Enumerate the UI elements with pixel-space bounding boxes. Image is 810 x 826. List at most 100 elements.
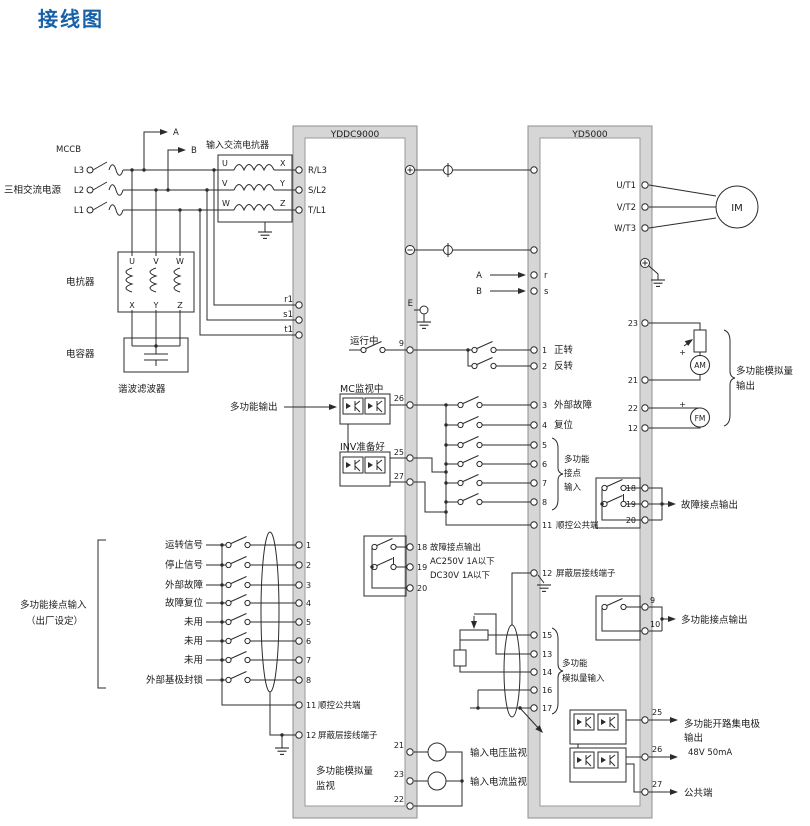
am-label: AM xyxy=(694,361,706,370)
rt8: 8 xyxy=(542,498,547,507)
rev-label: 反转 xyxy=(554,360,574,372)
fault-out-label-right: 故障接点输出 xyxy=(681,499,738,511)
phase-l3: L3 xyxy=(74,166,84,176)
converter-block xyxy=(292,125,418,819)
ao-l2: 输出 xyxy=(736,380,755,392)
terminal-r1: r1 xyxy=(284,295,293,305)
phase-l2: L2 xyxy=(74,186,84,196)
t20-label: 20 xyxy=(417,584,427,593)
ext-fault-label: 外部故障 xyxy=(554,399,593,411)
rt2: 2 xyxy=(542,362,547,371)
t27-label: 27 xyxy=(394,472,404,481)
brace-analog-output xyxy=(723,329,736,427)
oc-l1: 多功能开路集电极 xyxy=(684,718,761,730)
shield-label-right: 屏蔽层接线端子 xyxy=(556,568,616,579)
ai-l2: 模拟量输入 xyxy=(562,673,605,684)
rev-contact-icon xyxy=(471,357,497,370)
oc-t25: 25 xyxy=(652,708,662,717)
dc-plus-terminal xyxy=(405,165,415,175)
rt4: 4 xyxy=(542,421,547,430)
reactor-y: Y xyxy=(279,179,285,188)
oc-t26: 26 xyxy=(652,745,662,754)
running-label: 运行中 xyxy=(350,335,379,347)
fwd-contact-icon xyxy=(471,341,497,354)
mc-monitor-box xyxy=(339,393,391,425)
lt2: 2 xyxy=(306,561,311,570)
in-label-2: 外部故障 xyxy=(165,579,204,591)
mfc-label: 多功能接点输出 xyxy=(681,614,748,626)
mf-output-label: 多功能输出 xyxy=(230,401,278,413)
ao-t22: 22 xyxy=(628,404,638,413)
symbols xyxy=(86,162,666,769)
hreactor-x: X xyxy=(129,301,135,310)
ao-t12: 12 xyxy=(628,424,638,433)
e-label: E xyxy=(408,299,413,309)
group-label-2: （出厂设定） xyxy=(26,615,83,627)
converter-title: YDDC9000 xyxy=(330,130,380,140)
hreactor-z: Z xyxy=(177,301,183,310)
t18-label: 18 xyxy=(417,543,427,552)
mfin-l2: 接点 xyxy=(564,468,582,479)
lt23: 23 xyxy=(394,770,404,779)
reactor-v: V xyxy=(222,179,228,188)
motor-icon xyxy=(715,185,759,229)
ao-l1: 多功能模拟量 xyxy=(736,365,794,377)
reset-label: 复位 xyxy=(554,419,574,431)
brace-mf-input xyxy=(551,437,564,511)
brace-analog-input xyxy=(551,627,564,715)
am-plus: + xyxy=(679,348,686,357)
pe-terminal xyxy=(640,258,650,268)
motor-label: IM xyxy=(731,203,743,214)
hreactor-v: V xyxy=(153,257,159,266)
phase-l1: L1 xyxy=(74,206,84,216)
monitor-l1: 多功能模拟量 xyxy=(316,765,374,777)
vt2-label: V/T2 xyxy=(617,203,636,213)
fault-out-l1: 故障接点输出 xyxy=(430,542,481,553)
dc-minus-terminal xyxy=(405,245,415,255)
power-source-label: 三相交流电源 xyxy=(4,184,62,196)
inv-ready-box xyxy=(339,451,391,487)
r-terminal-label: r xyxy=(544,271,548,281)
in-label-4: 未用 xyxy=(184,616,203,628)
fm-plus: + xyxy=(679,400,686,409)
terminal-s1: s1 xyxy=(283,310,293,320)
lt4: 4 xyxy=(306,599,311,608)
input-reactor-box xyxy=(217,154,293,223)
rt16: 16 xyxy=(542,686,552,695)
arrowheads xyxy=(160,129,693,795)
terminal-r-l3: R/L3 xyxy=(308,166,327,176)
ao-t21: 21 xyxy=(628,376,638,385)
s-terminal-label: s xyxy=(544,287,549,297)
fuse-icon xyxy=(443,162,453,178)
fuse-icon xyxy=(443,242,453,258)
inverter-title: YD5000 xyxy=(571,130,608,140)
mc-monitor-label: MC监视中 xyxy=(340,383,383,395)
oc-output-box-1 xyxy=(569,709,627,745)
oc-common-label: 公共端 xyxy=(684,787,713,799)
am-meter-icon xyxy=(690,355,710,375)
tap-b-label: B xyxy=(191,146,197,156)
labels: YDDC9000 YD5000 MCCB 三相交流电源 L3 L2 L1 A B… xyxy=(4,128,794,804)
rf-t19: 19 xyxy=(626,500,636,509)
ut1-label: U/T1 xyxy=(616,181,636,191)
shielded-cable-right xyxy=(503,624,521,718)
common-label-left: 顺控公共端 xyxy=(318,700,361,711)
fm-meter-icon xyxy=(690,407,710,428)
reactor-x: X xyxy=(280,159,286,168)
junction-dots xyxy=(130,168,664,783)
rt1: 1 xyxy=(542,346,547,355)
resistor-analog-in xyxy=(453,649,467,667)
oc-l2: 输出 xyxy=(684,732,703,744)
rf-t18: 18 xyxy=(626,484,636,493)
oc-output-box-2 xyxy=(569,747,627,783)
t19-label: 19 xyxy=(417,563,427,572)
voltage-meter-icon xyxy=(427,742,447,762)
fault-out-l2: AC250V 1A以下 xyxy=(430,557,495,567)
in-label-3: 故障复位 xyxy=(165,597,204,609)
lt8: 8 xyxy=(306,676,311,685)
t26-label: 26 xyxy=(394,394,404,403)
lt1: 1 xyxy=(306,541,311,550)
in-label-5: 未用 xyxy=(184,635,203,647)
